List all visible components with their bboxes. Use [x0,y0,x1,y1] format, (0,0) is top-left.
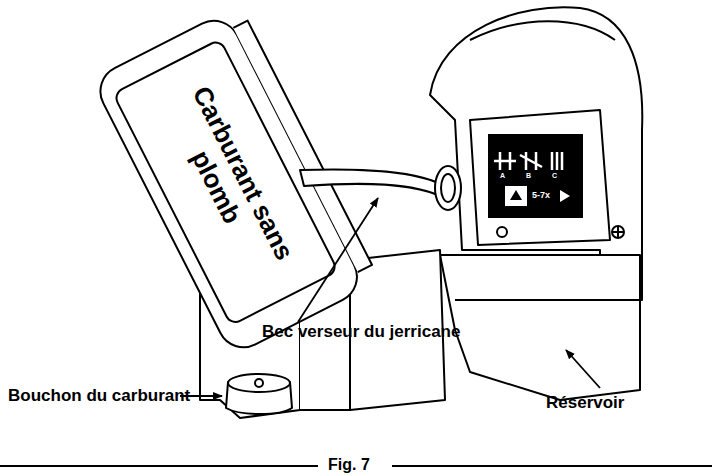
instruction-decal: A B C 5-7x [488,134,583,218]
fuel-opening [435,166,461,210]
decal-text: 5-7x [532,190,550,200]
housing-panel [470,110,610,245]
fuel-can-node: Carburant sans plomb [122,39,338,321]
housing-ridge [470,21,615,40]
tank-seam [455,299,640,301]
decal-text: C [552,172,557,179]
can-label-text: Carburant sans plomb [151,64,309,296]
part-label: Bec verseur du jerricane [262,322,460,342]
can-spout [300,169,448,198]
leader-tank [566,350,600,388]
part-label: Bouchon du carburant [8,386,190,406]
decal-text: B [526,172,531,179]
decal-text: A [500,172,505,179]
caption-rule-left [0,465,318,467]
figure-caption: Fig. 7 [328,456,370,474]
leader-spout [298,198,378,322]
part-label: Réservoir [546,393,624,413]
caption-rule-right [392,465,712,467]
fuel-tank [440,255,640,400]
